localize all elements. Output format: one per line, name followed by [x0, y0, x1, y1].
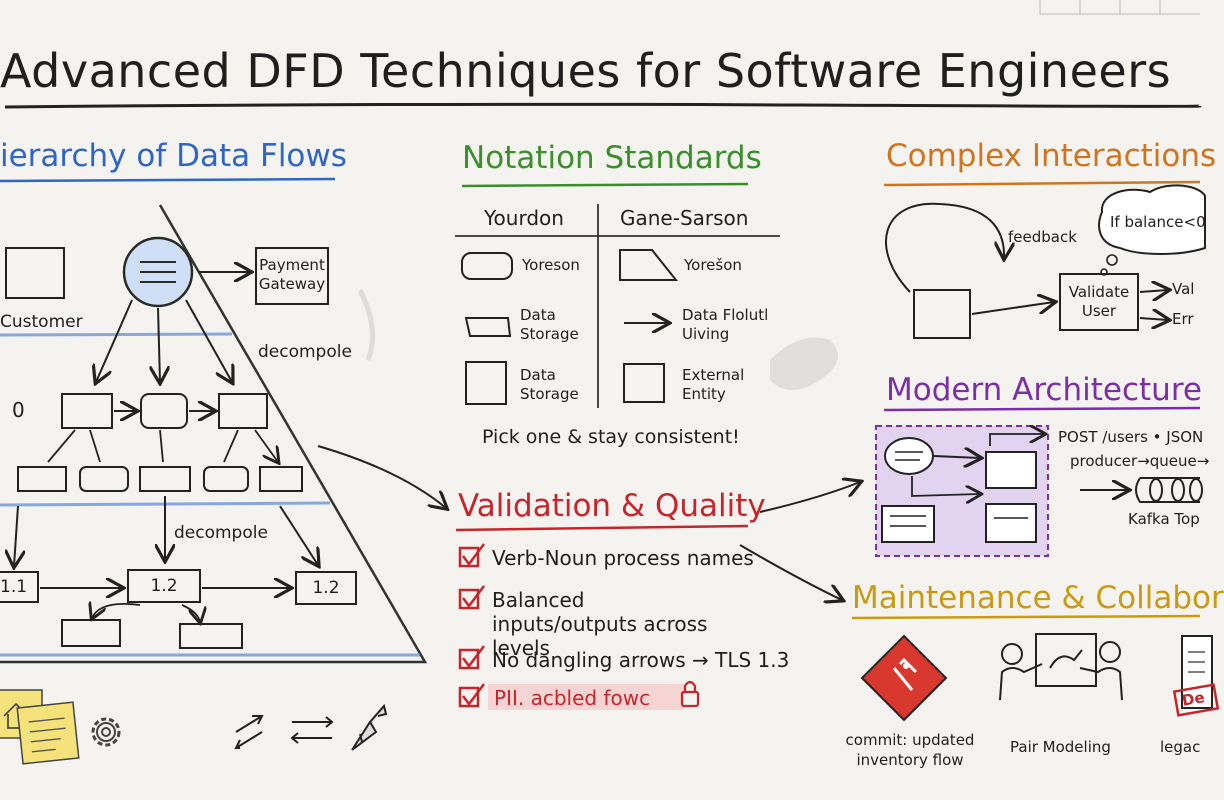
level1-box-c: [218, 393, 268, 429]
customer-box: [5, 247, 65, 299]
bidirectional-arrows-icon: [290, 716, 334, 744]
queue-flow-label: producer→queue→: [1070, 452, 1210, 470]
kafka-topic-icon: [1135, 477, 1203, 503]
notation-row2-left: Data Storage: [520, 306, 579, 343]
sticky-note-2: [16, 701, 80, 765]
kafka-topic-label: Kafka Top: [1128, 510, 1200, 528]
git-commit-icon: [860, 634, 948, 722]
decompose-label-2: decompole: [174, 523, 268, 543]
validate-user-box: [1059, 273, 1139, 331]
legacy-caption: legac: [1160, 738, 1201, 756]
notation-row1-right: Yorešon: [684, 256, 742, 274]
pyramid-outline: [0, 204, 428, 664]
decompose-label-1: decompole: [258, 342, 352, 362]
validation-item-3: No dangling arrows → TLS 1.3: [492, 648, 790, 672]
service-box-left: [881, 505, 935, 543]
lock-icon: [680, 680, 700, 708]
validation-item-2: Balanced inputs/outputs across levels: [492, 588, 708, 660]
validate-user-label: Validate User: [1068, 283, 1130, 320]
process-1-2b-box: [295, 571, 357, 605]
notation-row3-right: External Entity: [682, 366, 745, 403]
commit-caption: commit: updated inventory flow: [845, 731, 975, 769]
process-1-1-box: [0, 571, 39, 603]
maintenance-heading: Maintenance & Collabor: [852, 580, 1224, 616]
store-box-a: [61, 619, 121, 647]
charcoal-smudge: [770, 337, 838, 390]
validation-heading: Validation & Quality: [458, 488, 766, 524]
validation-heading-underline: [455, 524, 749, 532]
modern-heading-underline: [883, 406, 1201, 412]
page-title: Advanced DFD Techniques for Software Eng…: [0, 44, 1172, 98]
feedback-loop: [885, 202, 1004, 293]
api-endpoint-label: POST /users • JSON: [1058, 428, 1204, 446]
pair-modeling-icon: [999, 633, 1123, 701]
store-box-b: [179, 623, 243, 649]
notation-row2-right: Data Flolutl Uiving: [682, 306, 769, 343]
yourdon-process-shape: [461, 252, 513, 280]
level2-box-1: [17, 466, 67, 492]
menu-lines-icon: [140, 261, 176, 283]
process-1-1-label: 1.1: [0, 577, 28, 597]
payment-gateway-label: Payment Gateway: [258, 256, 326, 293]
notation-heading-underline: [461, 182, 749, 188]
complex-heading: Complex Interactions: [886, 138, 1217, 174]
title-underline: [4, 102, 1202, 109]
notation-heading: Notation Standards: [462, 140, 762, 176]
service-box-right: [985, 503, 1037, 543]
level1-box-a: [61, 393, 113, 429]
error-output-label: Err: [1172, 310, 1194, 328]
process-1-2a-label: 1.2: [150, 576, 178, 596]
level2-box-2: [79, 466, 129, 492]
notation-note: Pick one & stay consistent!: [482, 426, 740, 448]
legacy-document-icon: [1172, 635, 1220, 717]
payment-gateway-box: [255, 247, 329, 305]
api-gateway-shape: [884, 437, 934, 475]
grid-fragment: [1039, 0, 1200, 15]
feedback-label: feedback: [1008, 228, 1077, 246]
validation-item-4: PII. acbled fowc: [494, 686, 651, 710]
validation-item-1: Verb-Noun process names: [492, 546, 754, 570]
gear-icon: [91, 717, 121, 747]
level2-box-3: [139, 466, 191, 492]
yourdon-column-header: Yourdon: [484, 206, 564, 230]
service-box-top: [985, 451, 1037, 489]
yourdon-store-shape: [464, 317, 512, 337]
pii-highlight: [488, 684, 684, 710]
gane-sarson-column-header: Gane-Sarson: [620, 206, 749, 230]
valid-output-label: Val: [1172, 280, 1195, 298]
thought-bubble: [1098, 184, 1206, 255]
notation-row3-left: Data Storage: [520, 366, 579, 403]
level2-box-5: [259, 466, 303, 492]
notation-row1-left: Yoreson: [522, 256, 580, 274]
hierarchy-heading: ierarchy of Data Flows: [0, 138, 347, 174]
checkbox-icons: [458, 543, 485, 708]
maintenance-heading-underline: [851, 614, 1201, 620]
process-1-2a-box: [127, 569, 201, 603]
hierarchy-heading-underline: [0, 177, 336, 183]
gane-process-shape: [619, 249, 679, 281]
level-0-label: 0: [12, 398, 25, 422]
charcoal-smudge-2: [357, 288, 375, 361]
pair-modeling-caption: Pair Modeling: [1010, 738, 1111, 756]
thought-bubble-text: If balance<0: [1110, 213, 1206, 231]
loop-process-box: [913, 289, 971, 339]
gane-entity-shape: [623, 363, 665, 403]
level1-box-b: [140, 393, 188, 429]
yourdon-entity-shape: [465, 361, 507, 405]
swap-arrows-icon: [234, 715, 264, 749]
process-1-2b-label: 1.2: [312, 578, 340, 598]
customer-label: Customer: [0, 312, 83, 332]
pen-arrow-icon: [351, 703, 388, 751]
modern-heading: Modern Architecture: [886, 372, 1202, 408]
level2-box-4: [203, 466, 249, 492]
complex-heading-underline: [883, 180, 1201, 187]
